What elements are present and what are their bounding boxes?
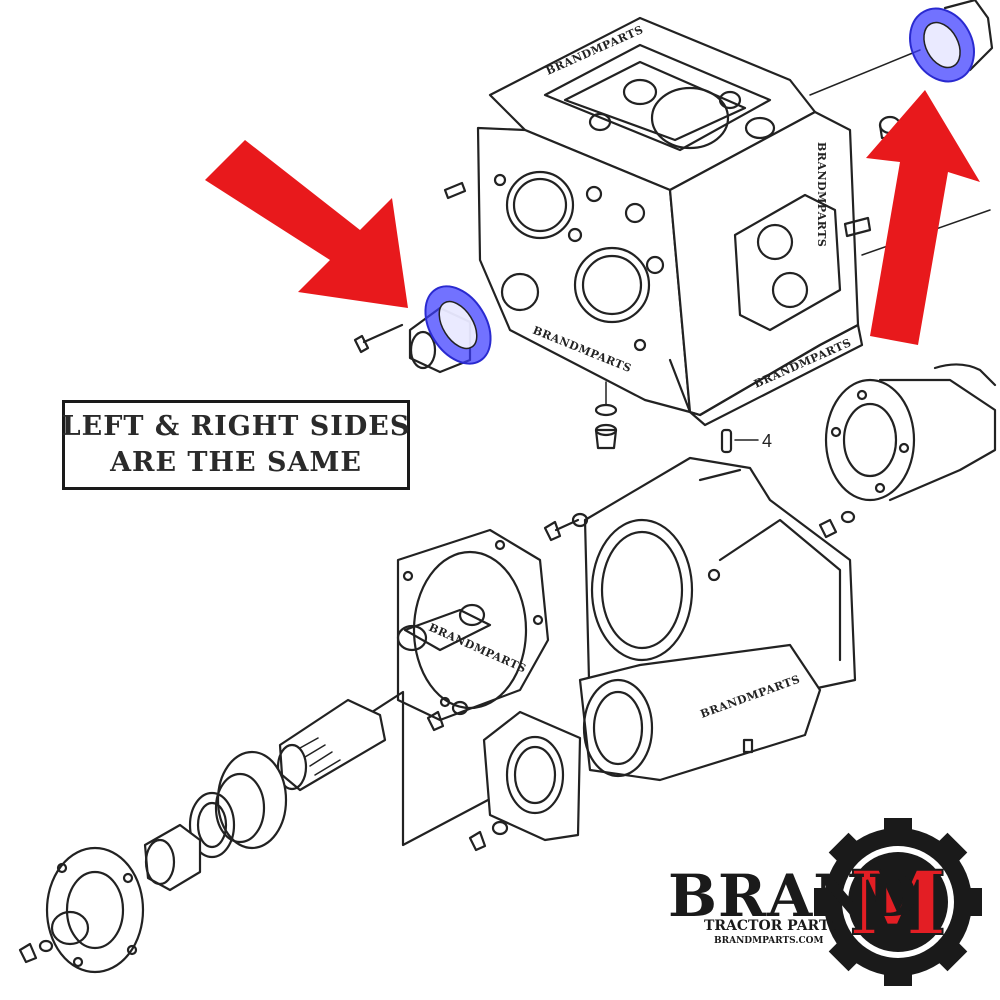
callout-number: 4 <box>762 431 772 451</box>
rear-housing <box>543 456 857 782</box>
front-cover-plate <box>396 528 550 732</box>
logo-brand-text: BRAND <box>668 862 919 930</box>
watermark-label: BRANDMPARTS <box>815 142 828 247</box>
bearing-retainer <box>818 363 997 539</box>
drain-plug <box>594 381 618 450</box>
transmission-housing <box>443 16 991 427</box>
right-side-cover <box>909 0 994 83</box>
left-side-cover <box>353 285 492 374</box>
note-box: LEFT & RIGHT SIDES ARE THE SAME <box>62 400 410 490</box>
dowel-pin: 4 <box>720 428 772 454</box>
brand-logo: BRAND TRACTOR PARTS BRANDMPARTS.COM <box>668 862 918 948</box>
logo-url: BRANDMPARTS.COM <box>714 936 824 946</box>
flange-gasket <box>468 710 582 852</box>
left-red-arrow <box>205 140 408 308</box>
logo-letter: M <box>849 851 946 955</box>
note-line-1: LEFT & RIGHT SIDES <box>61 411 411 442</box>
leader-line <box>370 690 490 847</box>
output-shaft-assembly <box>18 698 387 974</box>
logo-tagline: TRACTOR PARTS <box>704 918 840 934</box>
note-line-2: ARE THE SAME <box>110 447 362 478</box>
right-red-arrow <box>866 90 980 345</box>
brand-m-gear-icon: M <box>814 818 982 986</box>
